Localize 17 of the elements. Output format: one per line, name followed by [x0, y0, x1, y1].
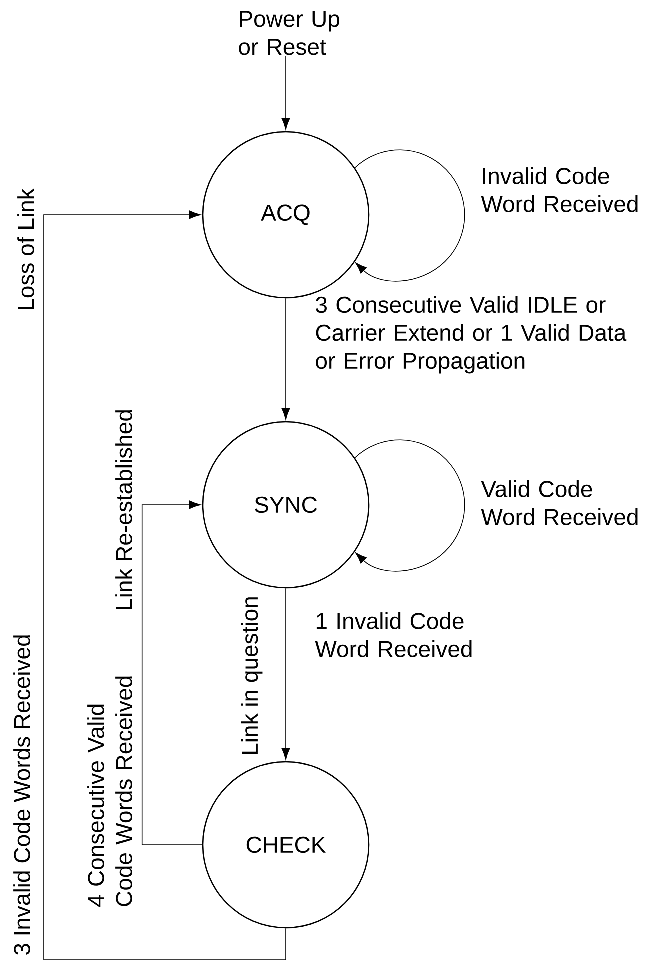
arrow	[354, 150, 466, 282]
arrow	[282, 298, 290, 420]
start-text: Power Up or Reset	[239, 11, 340, 56]
edge-label: 3 Invalid Code Words Received	[14, 636, 30, 955]
arrow	[44, 210, 286, 960]
annotation-text: Loss of Link	[18, 188, 34, 310]
arrow	[282, 56, 290, 130]
arrow	[142, 500, 203, 846]
arrow	[354, 440, 466, 572]
edge-label: 3 Consecutive Valid IDLE or Carrier Extend or 1 Valid Data or Error Propagation	[316, 296, 627, 374]
edge-label: Valid Code Word Received	[481, 480, 638, 526]
edge-label: 1 Invalid Code Word Received	[315, 612, 472, 658]
annotation-text: Link Re-established	[116, 410, 132, 610]
arrow	[282, 588, 290, 760]
annotation-text: Link in question	[241, 598, 263, 754]
edge-label: 4 Consecutive Valid Code Words Received	[88, 676, 132, 907]
edge-label: Invalid Code Word Received	[481, 168, 638, 212]
